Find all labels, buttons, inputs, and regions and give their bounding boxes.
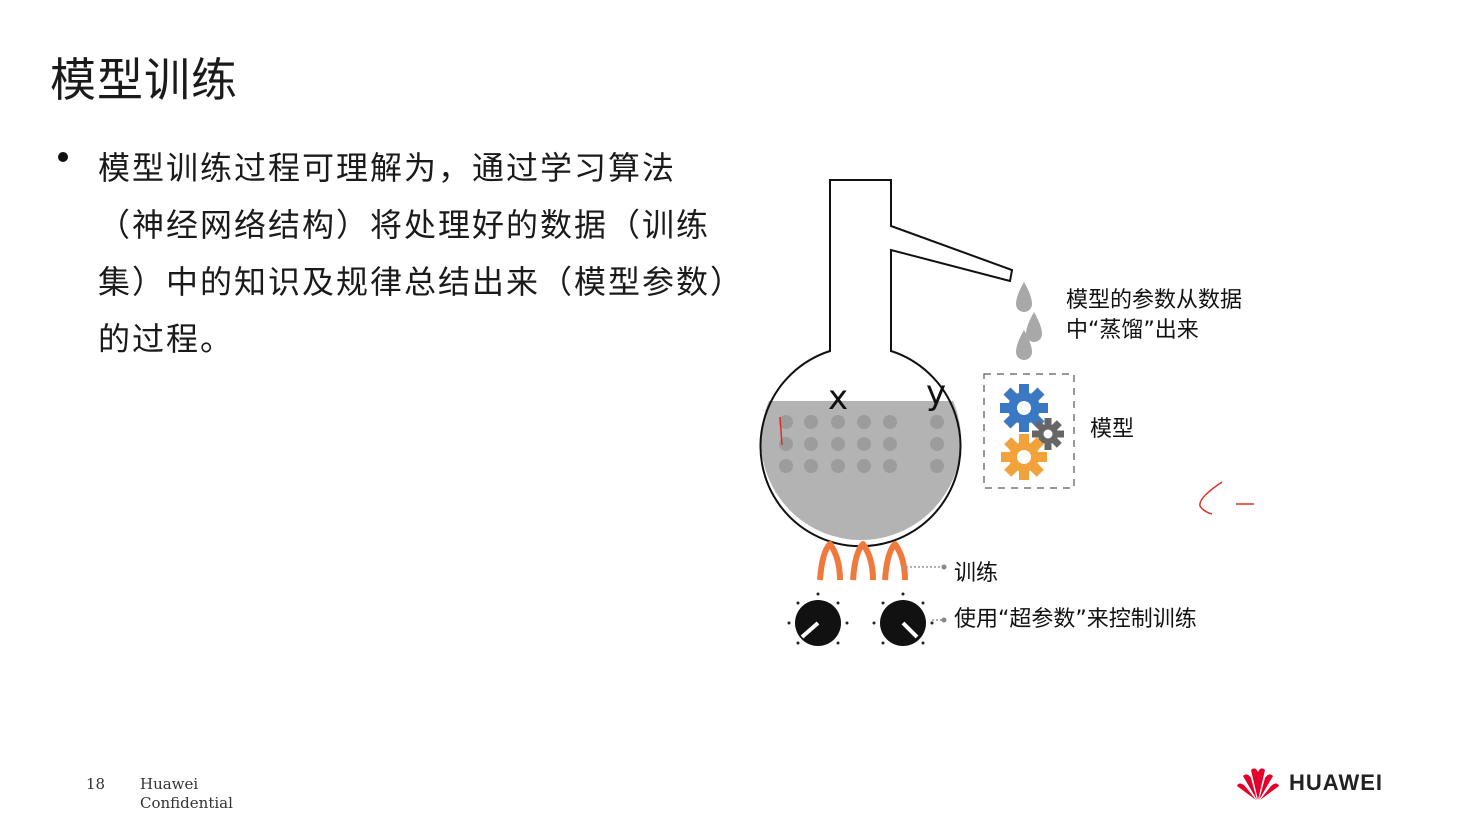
bullet-text: 模型训练过程可理解为，通过学习算法（神经网络结构）将处理好的数据（训练集）中的知… (98, 149, 729, 358)
huawei-logo: HUAWEI (1235, 764, 1383, 802)
annotation-mark (779, 416, 783, 446)
model-label: 模型 (1090, 417, 1135, 442)
slide-title: 模型训练 (50, 53, 238, 107)
droplet-icon (1016, 282, 1042, 360)
annotation-arrow-mark (1199, 481, 1254, 515)
gear-gray-icon (1032, 418, 1064, 450)
page-number: 18 (86, 775, 106, 793)
distillation-diagram: x y (759, 179, 1254, 647)
model-box (983, 373, 1075, 489)
bullet-list: 模型训练过程可理解为，通过学习算法（神经网络结构）将处理好的数据（训练集）中的知… (58, 140, 738, 368)
knob-2-icon[interactable] (872, 592, 934, 647)
confidential-line-2: Confidential (140, 794, 233, 812)
flask-y-label: y (926, 373, 946, 413)
huawei-petal-icon (1237, 768, 1279, 800)
confidential-label: Huawei Confidential (140, 775, 233, 813)
knob-1-icon[interactable] (787, 592, 849, 647)
bullet-dot-icon (58, 152, 68, 162)
brand-wordmark: HUAWEI (1289, 770, 1383, 795)
data-points (779, 415, 944, 473)
hyperparam-label: 使用“超参数”来控制训练 (954, 607, 1197, 632)
flask-icon (759, 179, 1014, 548)
flame-icon (817, 541, 908, 581)
distill-caption: 模型的参数从数据中“蒸馏”出来 (1066, 288, 1243, 343)
gear-orange-icon (1001, 434, 1047, 480)
confidential-line-1: Huawei (140, 775, 199, 793)
flask-x-label: x (828, 378, 848, 418)
training-label: 训练 (954, 561, 999, 586)
